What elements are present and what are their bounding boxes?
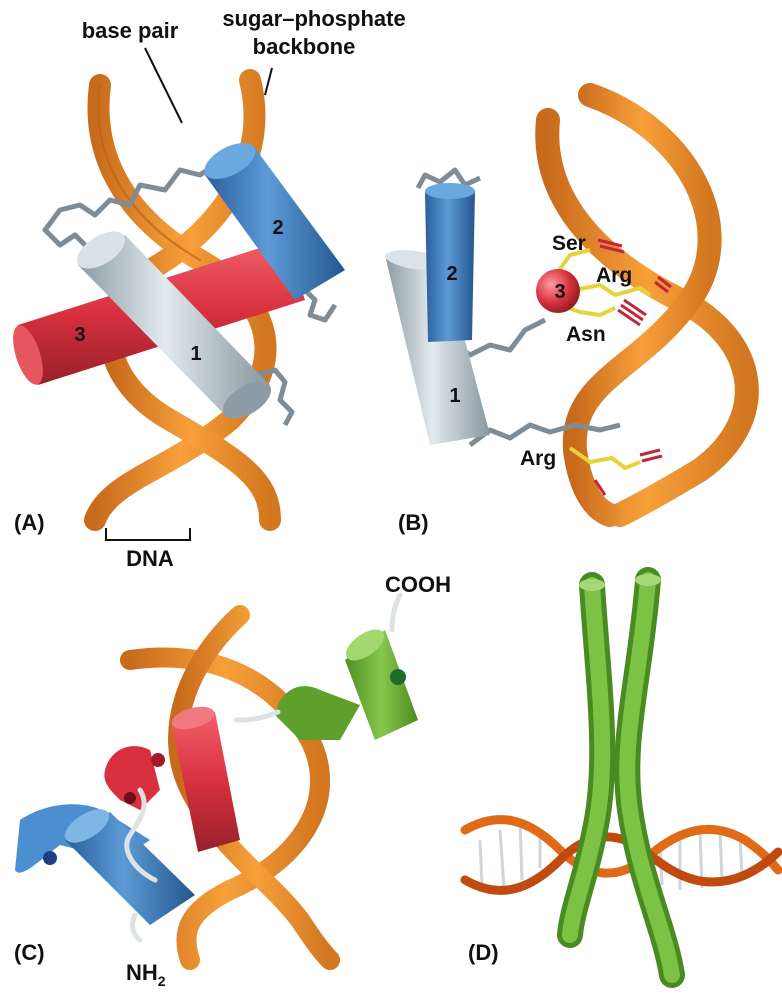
cooh-label: COOH [385,572,451,597]
base-pair-leader-line [144,47,183,124]
panel-b-hydrogen-bonds [593,238,672,496]
panel-b-helix-2-label: 2 [446,263,457,285]
panel-c-linkers [124,592,403,943]
dna-bracket [105,528,191,541]
panel-b-helix-3-ball [536,269,580,313]
panel-b-helix-3-label: 3 [554,281,565,303]
panel-c-domain-red [104,706,240,852]
panel-d-letter: (D) [468,940,499,965]
panel-a-helix-1-label: 1 [190,343,201,365]
panel-c-domain-blue [15,804,195,925]
panel-a-helix-1 [76,231,272,419]
panel-c: COOH NH2 (C) [14,572,451,989]
panel-c-domain-green [275,629,418,740]
dna-label: DNA [126,546,174,571]
backbone-label-line1: sugar–phosphate [222,6,405,31]
panel-d-dna-rungs [478,821,744,890]
panel-b-letter: (B) [398,510,429,535]
nh2-label-main: NH [126,960,158,985]
panel-a-helix-2-label: 2 [272,217,283,239]
asn-label: Asn [566,323,606,346]
panel-a: 1 2 3 base pair sugar–phosphate backbone… [13,6,406,571]
backbone-label-line2: backbone [253,34,356,59]
panel-b-helix-2 [425,183,475,342]
panel-d: (D) [460,567,782,988]
panel-a-helix-3-label: 3 [74,324,85,346]
panel-b-dna-backbone [535,83,759,527]
panel-c-letter: (C) [14,940,45,965]
ser-label: Ser [552,232,586,255]
nh2-label: NH2 [126,960,166,989]
arg-bottom-label: Arg [520,447,556,470]
base-pair-label: base pair [82,18,179,43]
backbone-leader-line [264,67,273,96]
panel-b-helix-1-label: 1 [449,385,460,407]
nh2-label-subscript: 2 [158,973,166,989]
panel-a-letter: (A) [14,510,45,535]
arg-top-label: Arg [596,264,632,287]
panel-a-helix-2 [204,142,345,300]
panel-d-coiled-coil [557,567,685,988]
panel-b: 1 2 3 Ser Arg Asn Arg (B) [385,83,773,535]
